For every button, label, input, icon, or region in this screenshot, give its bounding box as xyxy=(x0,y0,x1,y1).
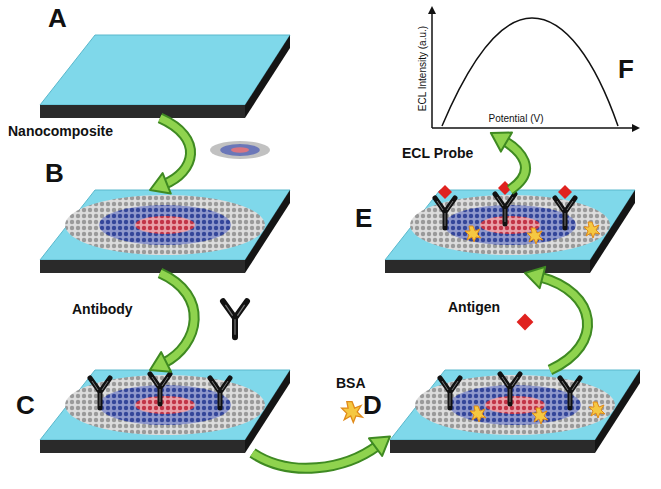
step-letter: A xyxy=(48,5,67,31)
step-letter: C xyxy=(16,392,35,418)
electrode-step: A xyxy=(40,35,290,118)
step-label: Antibody xyxy=(70,302,135,317)
step-label: Nanocomposite xyxy=(6,124,115,139)
step-label: ECL Probe xyxy=(400,146,475,161)
electrode-step: C xyxy=(40,370,290,453)
step-letter: E xyxy=(355,205,372,231)
process-arrow xyxy=(525,267,588,370)
axis-label: ECL Intensity (a.u.) xyxy=(417,19,428,119)
process-arrow xyxy=(491,133,526,190)
process-arrow xyxy=(253,436,391,468)
step-label: BSA xyxy=(334,376,368,391)
electrode-step: D xyxy=(390,370,640,453)
step-letter: B xyxy=(45,160,64,186)
step-label: Antigen xyxy=(446,300,502,315)
axis-label: Potential (V) xyxy=(476,113,556,124)
process-arrow xyxy=(150,118,191,194)
process-arrow xyxy=(150,273,194,372)
electrode-step: E xyxy=(385,190,635,273)
electrode-step: B xyxy=(40,190,290,273)
step-letter: F xyxy=(618,56,634,82)
step-letter: D xyxy=(363,392,382,418)
